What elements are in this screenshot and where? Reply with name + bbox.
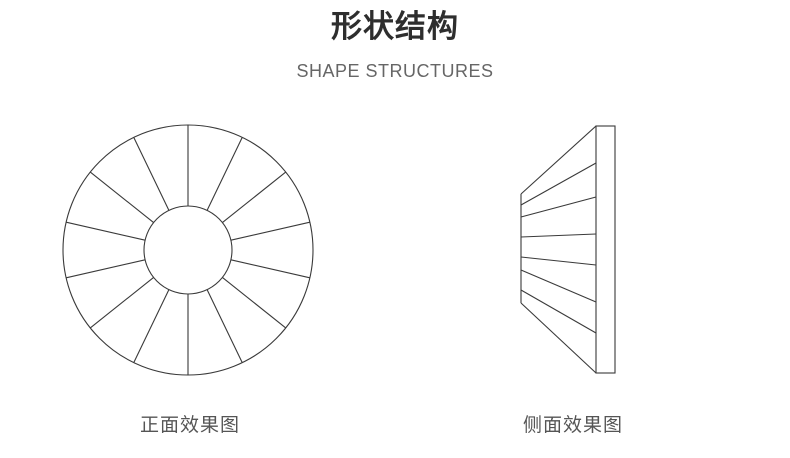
page-title: 形状结构: [331, 9, 459, 44]
front-view-drawing: [62, 124, 314, 376]
front-view-caption: 正面效果图: [139, 415, 240, 436]
side-view-caption: 侧面效果图: [522, 415, 623, 436]
side-view-drawing: [520, 125, 616, 374]
page-subtitle: SHAPE STRUCTURES: [296, 61, 494, 81]
